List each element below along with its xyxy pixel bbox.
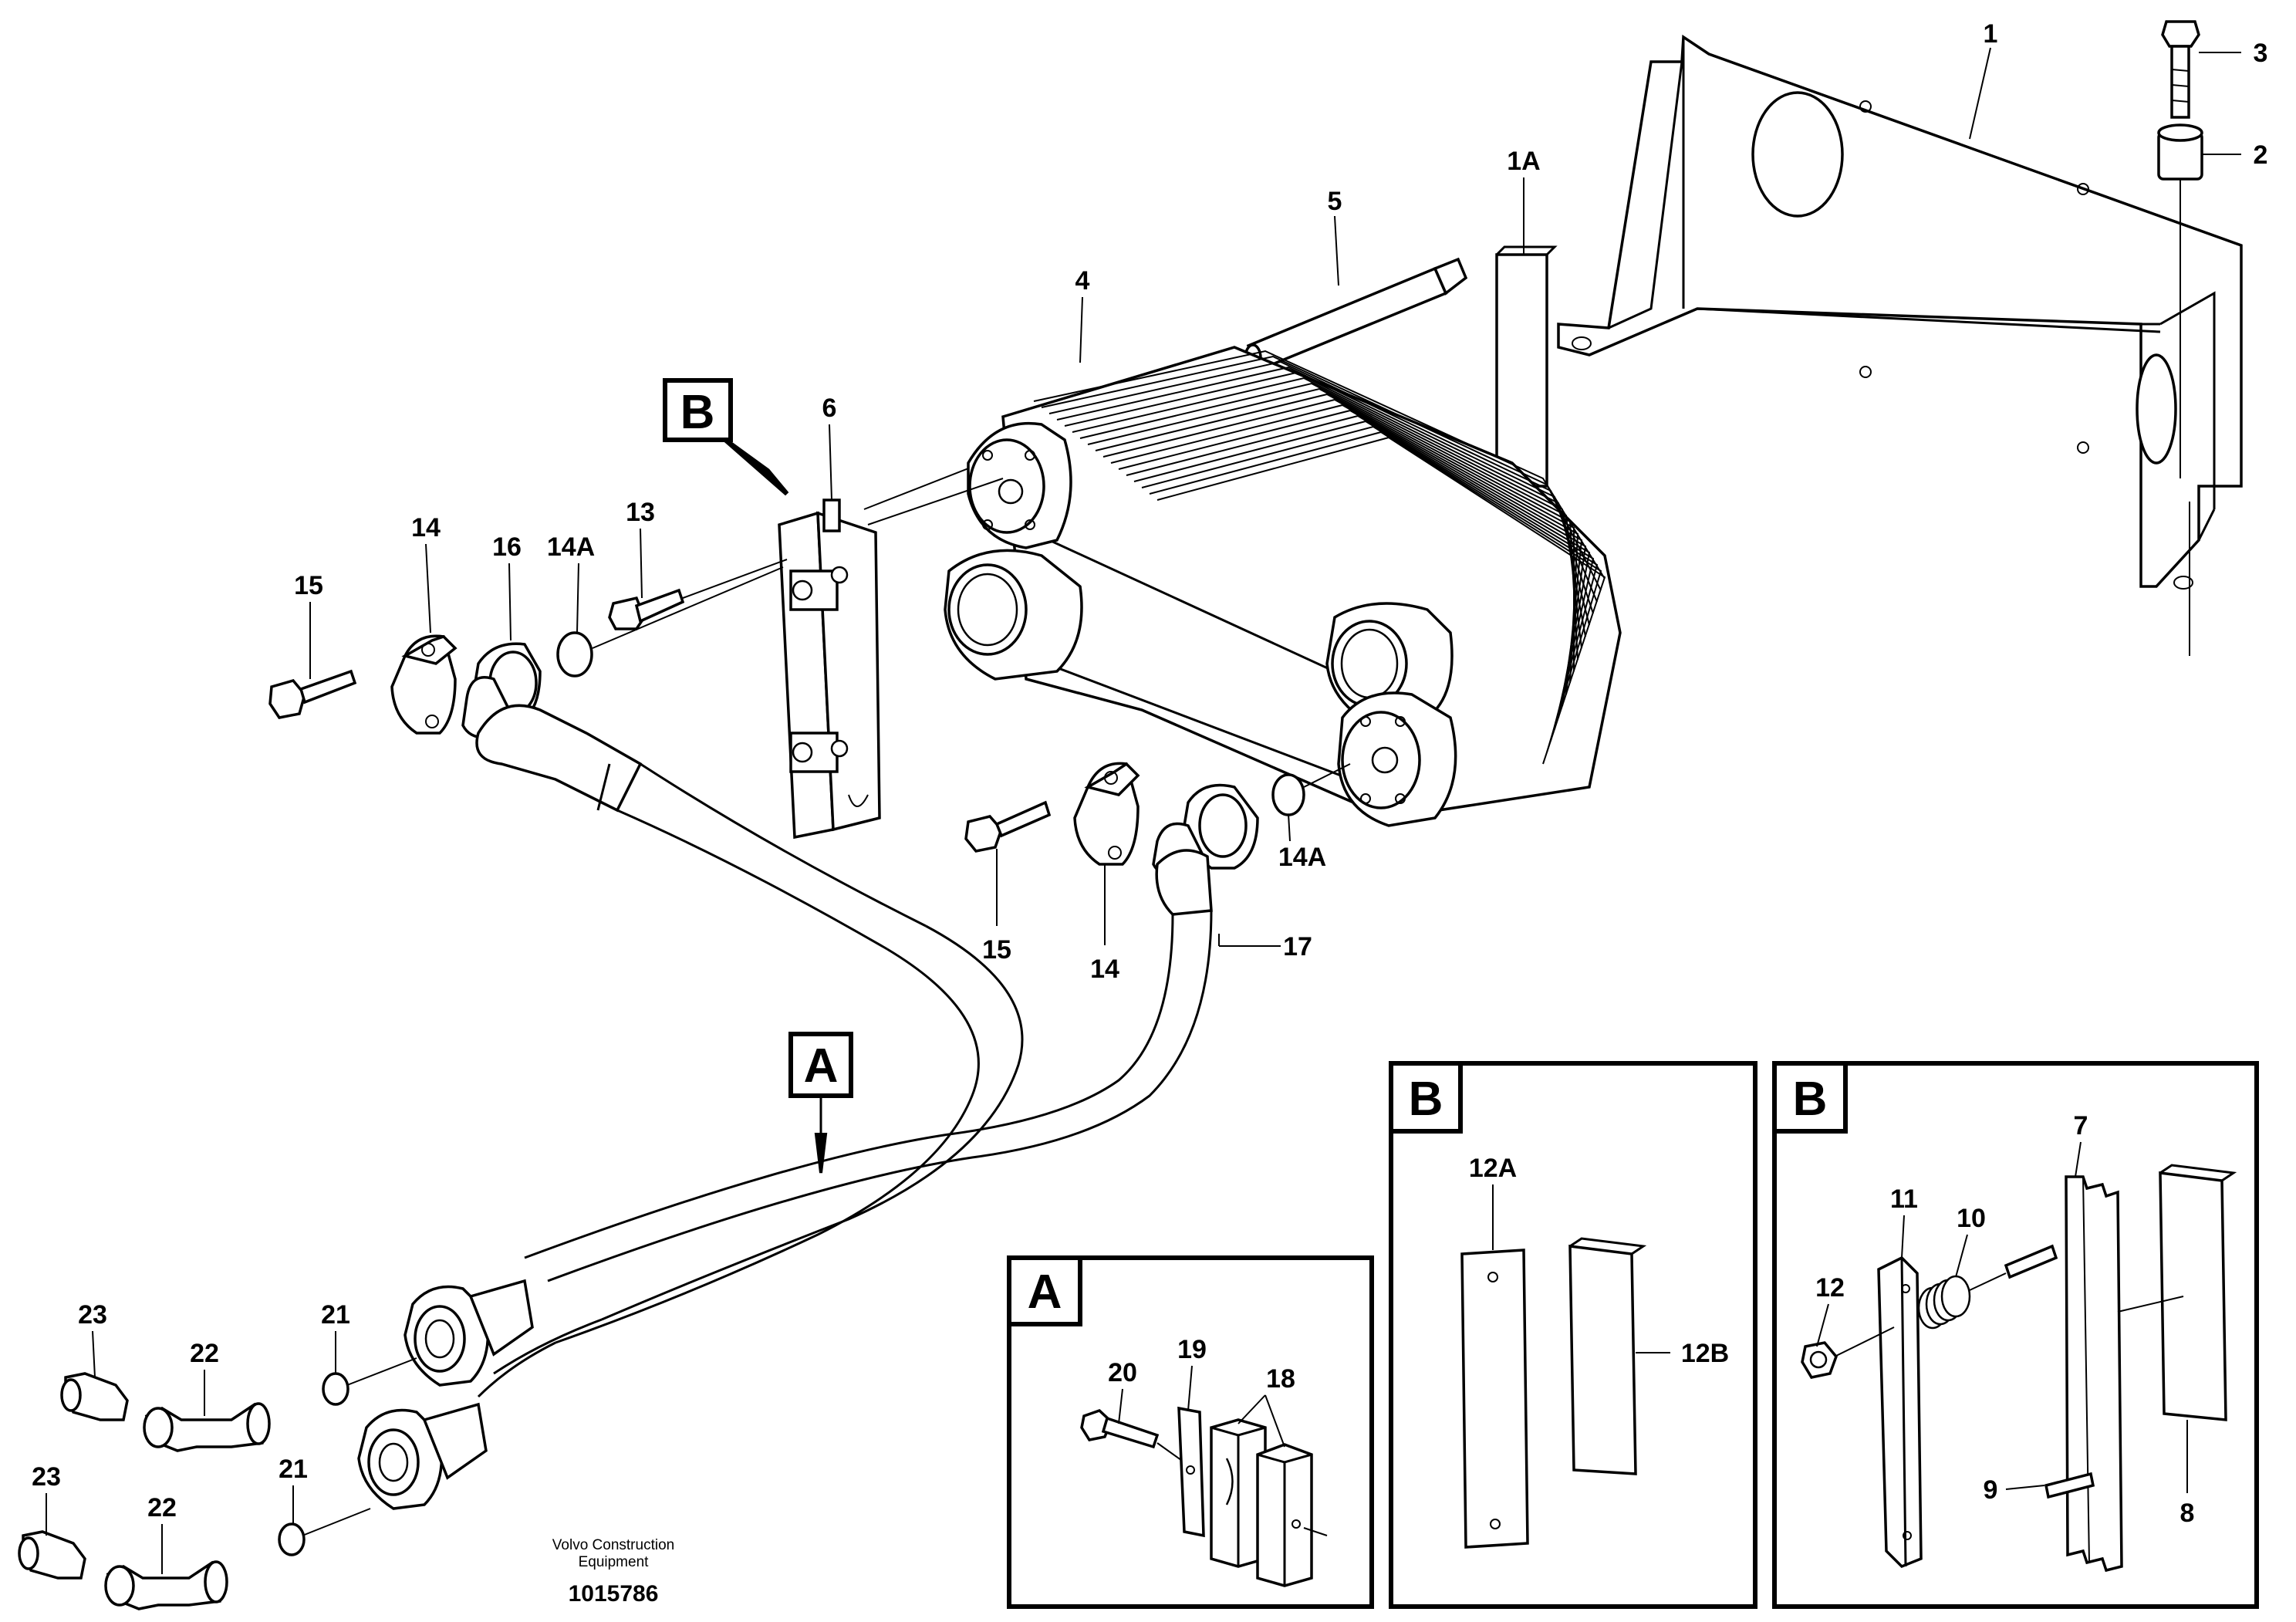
adapter-23-upper: [60, 1372, 129, 1421]
label-23-upper: 23: [78, 1300, 107, 1330]
o-ring-21-upper: [322, 1372, 349, 1406]
hose-end-nut-upper: [403, 1279, 534, 1387]
label-23-lower: 23: [32, 1462, 61, 1492]
hose-17: [524, 783, 1259, 1282]
clamp-bracket-6: [778, 478, 1004, 840]
part-labels: 1 1A 3 2 4 5 6 13 14A 16 14 15 15 14 14A…: [32, 19, 2267, 1528]
bolt-15-left: [268, 669, 357, 719]
adapter-23-lower: [18, 1530, 86, 1580]
label-12A: 12A: [1469, 1154, 1517, 1183]
label-13: 13: [626, 498, 655, 527]
hose-end-nut-lower: [357, 1402, 488, 1510]
mounting-bracket: [1557, 34, 2243, 656]
label-14A-left: 14A: [547, 532, 595, 562]
label-12B: 12B: [1681, 1339, 1729, 1368]
footer-caption: Volvo Construction Equipment 1015786: [552, 1537, 674, 1607]
callout-B-letter: B: [680, 386, 715, 439]
maker-line-2: Equipment: [579, 1554, 650, 1570]
maker-line-1: Volvo Construction: [552, 1537, 674, 1553]
label-14-right: 14: [1090, 955, 1119, 984]
label-12: 12: [1815, 1273, 1845, 1303]
label-21-lower: 21: [279, 1455, 308, 1484]
elbow-22-lower: [104, 1560, 228, 1610]
pad-12B: [1568, 1237, 1647, 1475]
callout-A-letter: A: [804, 1039, 839, 1093]
bushing-2: [2157, 123, 2203, 478]
split-flange-14-left: [390, 634, 458, 735]
label-2: 2: [2254, 140, 2268, 170]
plate-19: [1177, 1406, 1205, 1538]
nut-12: [1801, 1326, 1895, 1379]
label-14A-right: 14A: [1278, 843, 1326, 872]
inset-A-letter: A: [1028, 1265, 1062, 1319]
label-14-left: 14: [411, 513, 441, 542]
inset-B-panel-middle: B: [1389, 1061, 1757, 1609]
pad-8: [2117, 1164, 2237, 1421]
label-16: 16: [492, 532, 522, 562]
document-number: 1015786: [569, 1581, 659, 1607]
label-10: 10: [1957, 1204, 1986, 1233]
label-6: 6: [822, 394, 837, 423]
bolt-15-right: [964, 800, 1052, 853]
o-ring-14A-left: [556, 631, 593, 678]
clamp-halves-18: [1210, 1418, 1328, 1587]
callout-B-flag: B: [663, 378, 789, 496]
label-17: 17: [1283, 932, 1312, 961]
label-5: 5: [1328, 187, 1342, 216]
inset-B-letter-middle: B: [1409, 1073, 1443, 1126]
screw-upper: [2004, 1244, 2058, 1279]
screw-9: [2044, 1472, 2095, 1499]
label-22-upper: 22: [190, 1339, 219, 1368]
inset-B-letter-right: B: [1793, 1073, 1828, 1126]
label-19: 19: [1177, 1335, 1207, 1364]
label-22-lower: 22: [147, 1493, 177, 1522]
label-4: 4: [1075, 266, 1090, 296]
callout-A-flag: A: [788, 1032, 853, 1174]
label-21-upper: 21: [321, 1300, 350, 1330]
label-15-left: 15: [294, 571, 323, 600]
label-18: 18: [1266, 1364, 1295, 1394]
bolt-3: [2161, 20, 2200, 119]
label-15-right: 15: [982, 935, 1011, 965]
spring-10: [1917, 1272, 2007, 1330]
label-20: 20: [1108, 1358, 1137, 1387]
bolt-20: [1080, 1408, 1185, 1463]
label-1: 1: [1984, 19, 1998, 49]
leader-lines: [46, 47, 2241, 1574]
o-ring-14A-right: [1271, 773, 1305, 816]
inset-A-panel: A: [1007, 1255, 1374, 1609]
oil-cooler-4: [944, 346, 1622, 827]
label-7: 7: [2074, 1111, 2088, 1140]
label-3: 3: [2254, 39, 2268, 68]
label-9: 9: [1984, 1475, 1998, 1505]
bolt-13: [608, 559, 788, 630]
inset-B-panel-right: B: [1772, 1061, 2259, 1609]
label-1A: 1A: [1507, 147, 1540, 176]
split-flange-14-right: [1073, 762, 1140, 866]
bracket-11: [1877, 1255, 1923, 1569]
o-ring-21-lower: [278, 1522, 306, 1556]
label-11: 11: [1890, 1184, 1918, 1214]
strip-12A: [1460, 1249, 1529, 1549]
rubber-pad-1A: [1495, 245, 1558, 488]
hose-16: [461, 642, 1024, 1398]
cooler-plates: [1033, 350, 1606, 765]
plate-7: [2065, 1175, 2123, 1573]
elbow-22-upper: [143, 1402, 271, 1452]
label-8: 8: [2180, 1499, 2195, 1528]
